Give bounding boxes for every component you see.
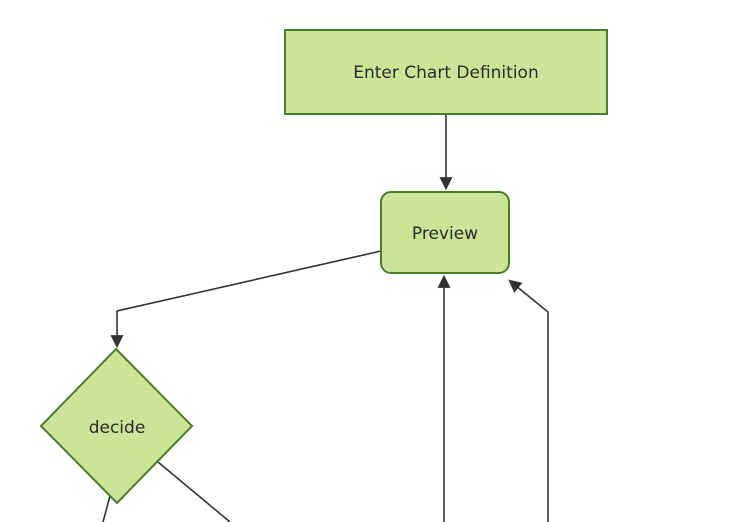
edge-decide-to-offscreen-bottom-left: [102, 495, 111, 522]
decide-shape: [39, 347, 194, 505]
edge-decide-to-offscreen-bottom-right: [157, 461, 231, 522]
node-enter-chart-definition: Enter Chart Definition: [284, 29, 608, 115]
node-preview: Preview: [380, 191, 510, 274]
decide-label: decide: [89, 418, 146, 438]
edge-offscreen-bottom-right-to-preview: [508, 279, 549, 522]
enter-chart-definition-shape: [284, 29, 608, 115]
node-decide: decide: [39, 347, 194, 505]
enter-chart-definition-label: Enter Chart Definition: [353, 63, 538, 83]
edge-preview-to-decide: [110, 250, 382, 349]
preview-label: Preview: [412, 224, 478, 244]
edges-layer: [102, 114, 549, 522]
preview-shape: [380, 191, 510, 274]
